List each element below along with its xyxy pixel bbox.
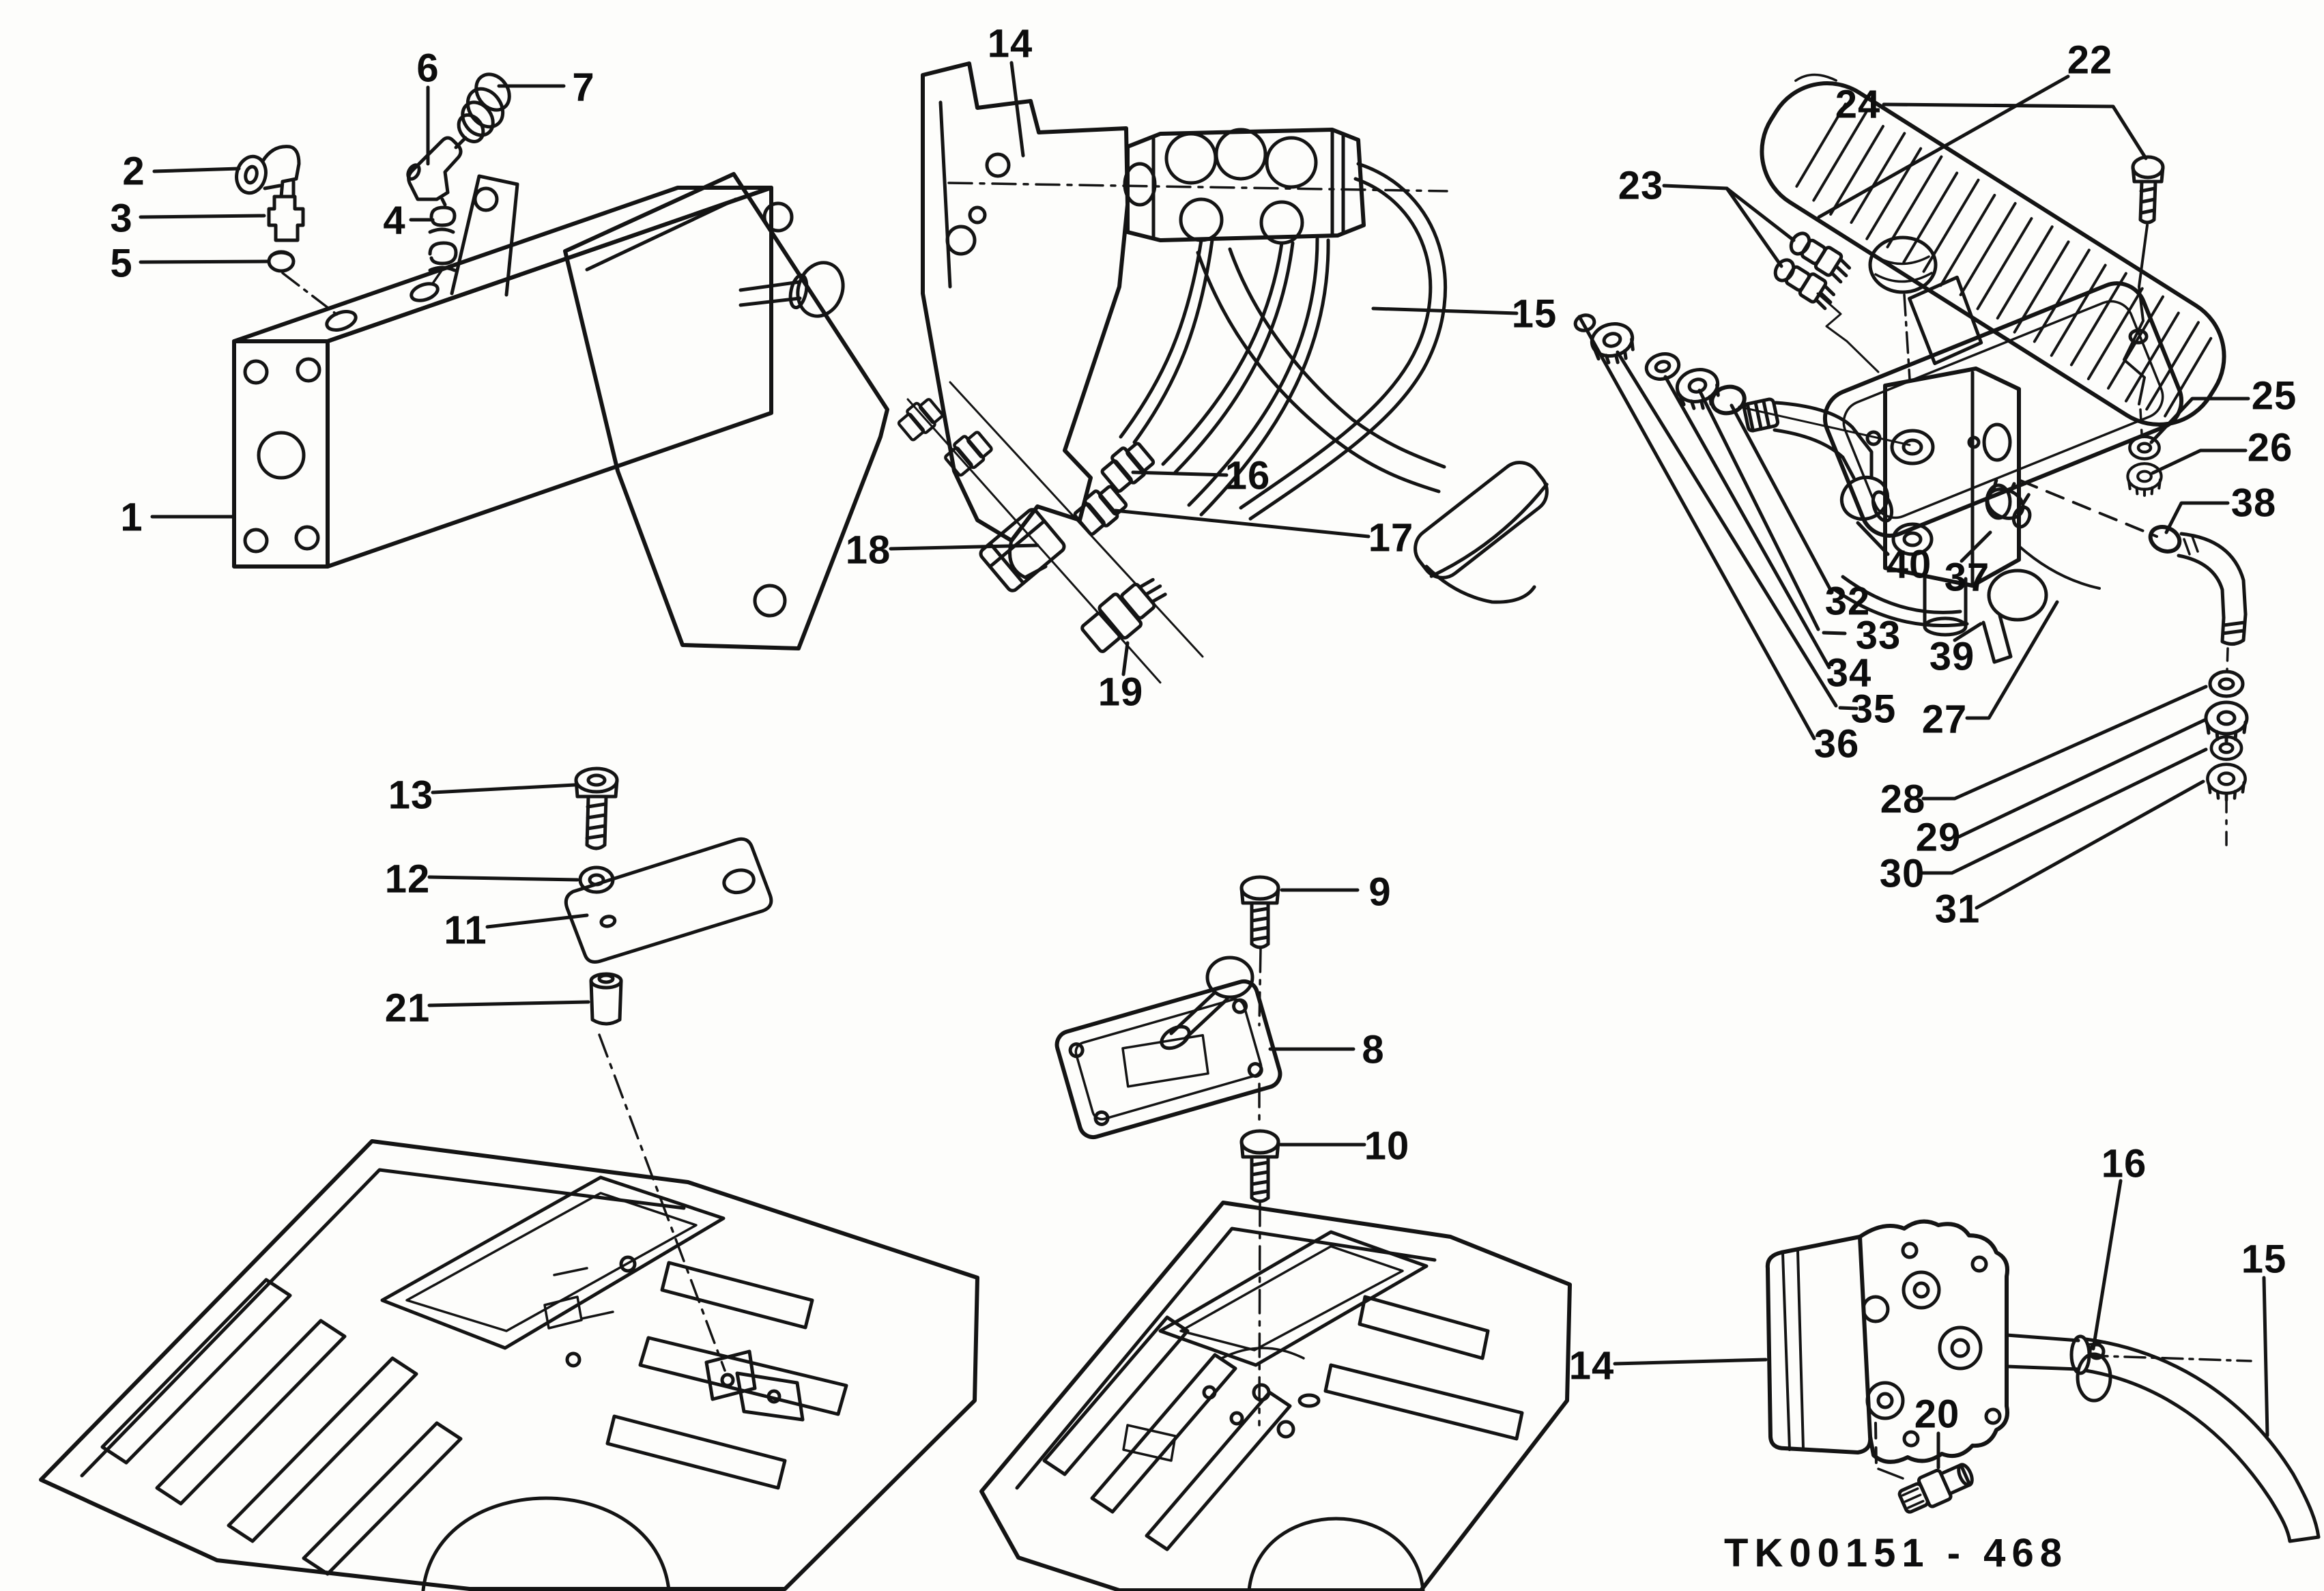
- callout-35: 35: [1850, 687, 1897, 732]
- callout-26: 26: [2247, 425, 2293, 470]
- callout-27: 27: [1921, 697, 1968, 742]
- callout-1: 1: [120, 495, 143, 540]
- callout-24: 24: [1835, 82, 1881, 127]
- callout-6: 6: [416, 46, 440, 91]
- callout-28: 28: [1880, 777, 1926, 822]
- callout-9: 9: [1368, 870, 1392, 915]
- callout-32: 32: [1824, 579, 1871, 624]
- callout-15-top: 15: [1511, 291, 1558, 336]
- callout-38: 38: [2230, 481, 2277, 526]
- valve-hose-assembly: [1765, 1219, 2321, 1543]
- callout-5: 5: [110, 241, 133, 286]
- callout-22: 22: [2067, 38, 2113, 83]
- callout-7: 7: [572, 65, 595, 110]
- callout-23: 23: [1618, 163, 1664, 208]
- callout-20: 20: [1914, 1392, 1960, 1437]
- callout-25: 25: [2251, 373, 2297, 418]
- callout-39: 39: [1929, 634, 1975, 679]
- callout-37: 37: [1944, 555, 1990, 600]
- callout-16-bottom: 16: [2101, 1141, 2147, 1186]
- callout-19-top: 19: [1098, 670, 1144, 715]
- callout-31: 31: [1934, 887, 1981, 932]
- callout-3: 3: [110, 196, 133, 241]
- callout-40: 40: [1886, 542, 1932, 587]
- callout-8: 8: [1362, 1027, 1385, 1072]
- callout-14-bottom: 14: [1568, 1343, 1615, 1388]
- callout-17-top: 17: [1368, 515, 1414, 560]
- callout-29: 29: [1915, 815, 1962, 860]
- pedal-bracket-assembly: [895, 61, 1549, 684]
- callout-12: 12: [384, 857, 431, 902]
- callout-33: 33: [1855, 613, 1902, 658]
- callout-36: 36: [1813, 721, 1860, 766]
- callout-21: 21: [384, 986, 431, 1031]
- callout-13: 13: [388, 773, 434, 818]
- callout-15-bottom: 15: [2241, 1237, 2287, 1282]
- callout-10: 10: [1364, 1123, 1410, 1169]
- cover-small-parts-left: [564, 766, 773, 1372]
- callout-18-top: 18: [845, 528, 891, 573]
- callout-2: 2: [122, 149, 145, 194]
- callout-11: 11: [444, 908, 487, 953]
- treadle-valve-assembly: [1573, 73, 2247, 846]
- callout-16-top: 16: [1224, 453, 1271, 498]
- floor-pan-left: [39, 1139, 979, 1591]
- cover-plate-assembly: [1055, 877, 1282, 1427]
- figure-code: TK00151 - 468: [1724, 1531, 2068, 1575]
- callout-4: 4: [383, 198, 406, 243]
- callout-34: 34: [1826, 650, 1872, 696]
- floor-pan-center: [979, 1201, 1572, 1591]
- callout-30: 30: [1879, 851, 1925, 896]
- reservoir-assembly: [232, 72, 889, 650]
- callout-14-top: 14: [987, 21, 1033, 66]
